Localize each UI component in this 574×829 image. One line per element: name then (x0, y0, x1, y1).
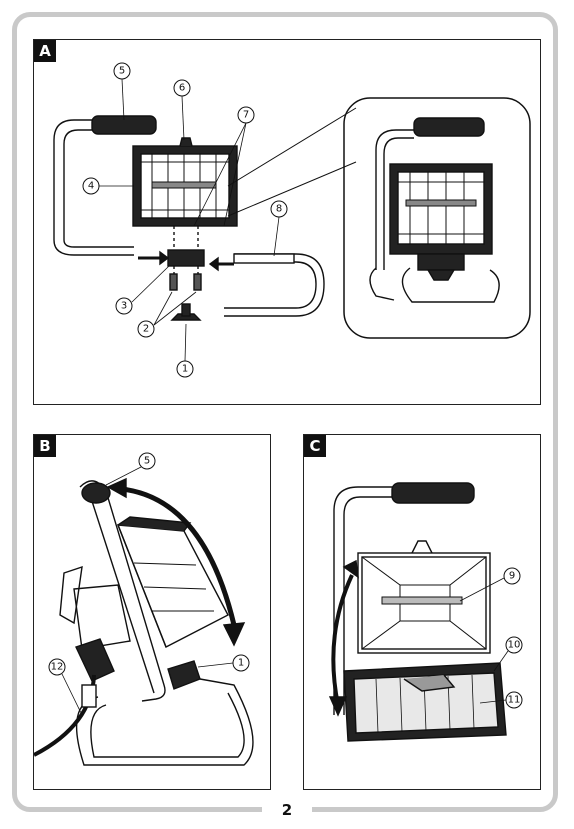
panel-c-label: C (304, 435, 326, 457)
panel-b-label: B (34, 435, 56, 457)
callout-c-9: 9 (509, 571, 515, 582)
zoom-lines (227, 107, 357, 217)
callout-c-11: 11 (508, 695, 521, 706)
plug-b (75, 638, 115, 682)
page-number: 2 (262, 798, 312, 822)
panel-a-label: A (34, 40, 56, 62)
callout-a-5: 5 (119, 66, 125, 77)
handle-grip-c (391, 482, 475, 504)
panel-a: A (33, 39, 541, 405)
lamp-head-c (357, 552, 491, 654)
stand-loop (224, 253, 325, 317)
callout-b-12: 12 (51, 662, 64, 673)
callout-b-5: 5 (144, 456, 150, 467)
zoom-inset (343, 97, 531, 339)
handle-grip-b (81, 482, 111, 504)
callout-a-4: 4 (88, 181, 94, 192)
panel-c-drawing: 9 10 11 (328, 482, 523, 742)
handle-frame (53, 119, 94, 240)
callout-a-1: 1 (182, 364, 188, 375)
knob-b (167, 660, 201, 690)
lamp-bulb (381, 596, 463, 605)
panel-b: B (33, 434, 271, 790)
panel-a-drawing: 5 6 7 4 8 3 2 1 (53, 62, 531, 378)
callout-a-8: 8 (276, 204, 282, 215)
panel-b-drawing: 5 1 12 (34, 452, 254, 766)
callout-a-7: 7 (243, 110, 249, 121)
callout-a-6: 6 (179, 83, 185, 94)
knob (170, 313, 202, 321)
panel-c: C (303, 434, 541, 790)
callout-a-2: 2 (143, 324, 149, 335)
callout-a-3: 3 (121, 301, 127, 312)
callout-b-1: 1 (238, 658, 244, 669)
callout-c-10: 10 (508, 640, 521, 651)
mount-block (167, 249, 205, 267)
